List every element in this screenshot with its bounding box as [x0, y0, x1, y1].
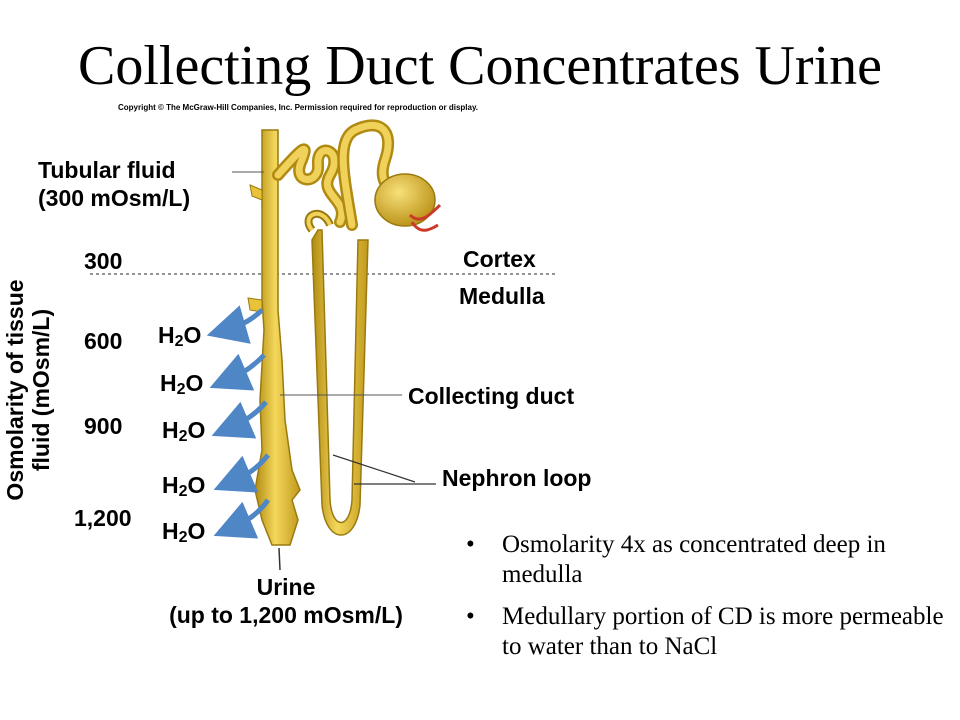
tubular-fluid-label-line2: (300 mOsm/L) — [38, 185, 191, 211]
urine-label: Urine (up to 1,200 mOsm/L) — [144, 573, 428, 629]
water-label-1: H2O — [158, 322, 202, 350]
y-axis-title-line2: fluid (mOsm/L) — [28, 308, 54, 472]
water-arrow-3 — [211, 400, 268, 439]
copyright-notice: Copyright © The McGraw-Hill Companies, I… — [118, 103, 479, 112]
y-tick-300: 300 — [84, 248, 123, 274]
bullet-list: •Osmolarity 4x as concentrated deep in m… — [466, 530, 946, 674]
water-arrow-4 — [213, 453, 270, 493]
collecting-duct-label: Collecting duct — [408, 383, 575, 409]
y-tick-1200: 1,200 — [74, 505, 132, 531]
cortex-label: Cortex — [463, 246, 536, 272]
water-arrow-2 — [209, 353, 266, 391]
nephron-loop-label: Nephron loop — [442, 465, 592, 491]
efferent-arteriole — [410, 221, 439, 232]
urine-label-line1: Urine — [256, 574, 316, 600]
afferent-arteriole — [408, 203, 442, 221]
y-axis-title-line1: Osmolarity of tissue — [2, 279, 28, 501]
y-tick-600: 600 — [84, 328, 123, 354]
water-label-2: H2O — [160, 370, 204, 398]
tubular-fluid-label-line1: Tubular fluid — [38, 157, 176, 183]
collecting-duct-branch — [249, 184, 263, 201]
bullet-dot-icon: • — [466, 603, 475, 630]
urine-outflow — [278, 547, 281, 571]
water-arrow-1 — [206, 305, 264, 344]
slide-title: Collecting Duct Concentrates Urine — [78, 35, 882, 97]
bullet-dot-icon: • — [466, 531, 475, 558]
urine-label-line2: (up to 1,200 mOsm/L) — [169, 602, 403, 628]
nephron-loop-tube — [311, 229, 369, 536]
water-label-4: H2O — [162, 472, 206, 500]
bullet-item: •Medullary portion of CD is more permeab… — [466, 603, 944, 660]
renal-corpuscle — [374, 173, 436, 227]
medulla-label: Medulla — [459, 283, 545, 309]
tubular-fluid-label: Tubular fluid (300 mOsm/L) — [38, 156, 190, 212]
water-arrow-5 — [213, 498, 271, 539]
y-tick-900: 900 — [84, 413, 123, 439]
nephron-loop-leader-a — [332, 454, 416, 483]
water-label-5: H2O — [162, 518, 206, 546]
bullet-item: •Osmolarity 4x as concentrated deep in m… — [466, 531, 886, 588]
water-label-3: H2O — [162, 417, 206, 445]
collecting-duct-tube — [254, 129, 301, 546]
